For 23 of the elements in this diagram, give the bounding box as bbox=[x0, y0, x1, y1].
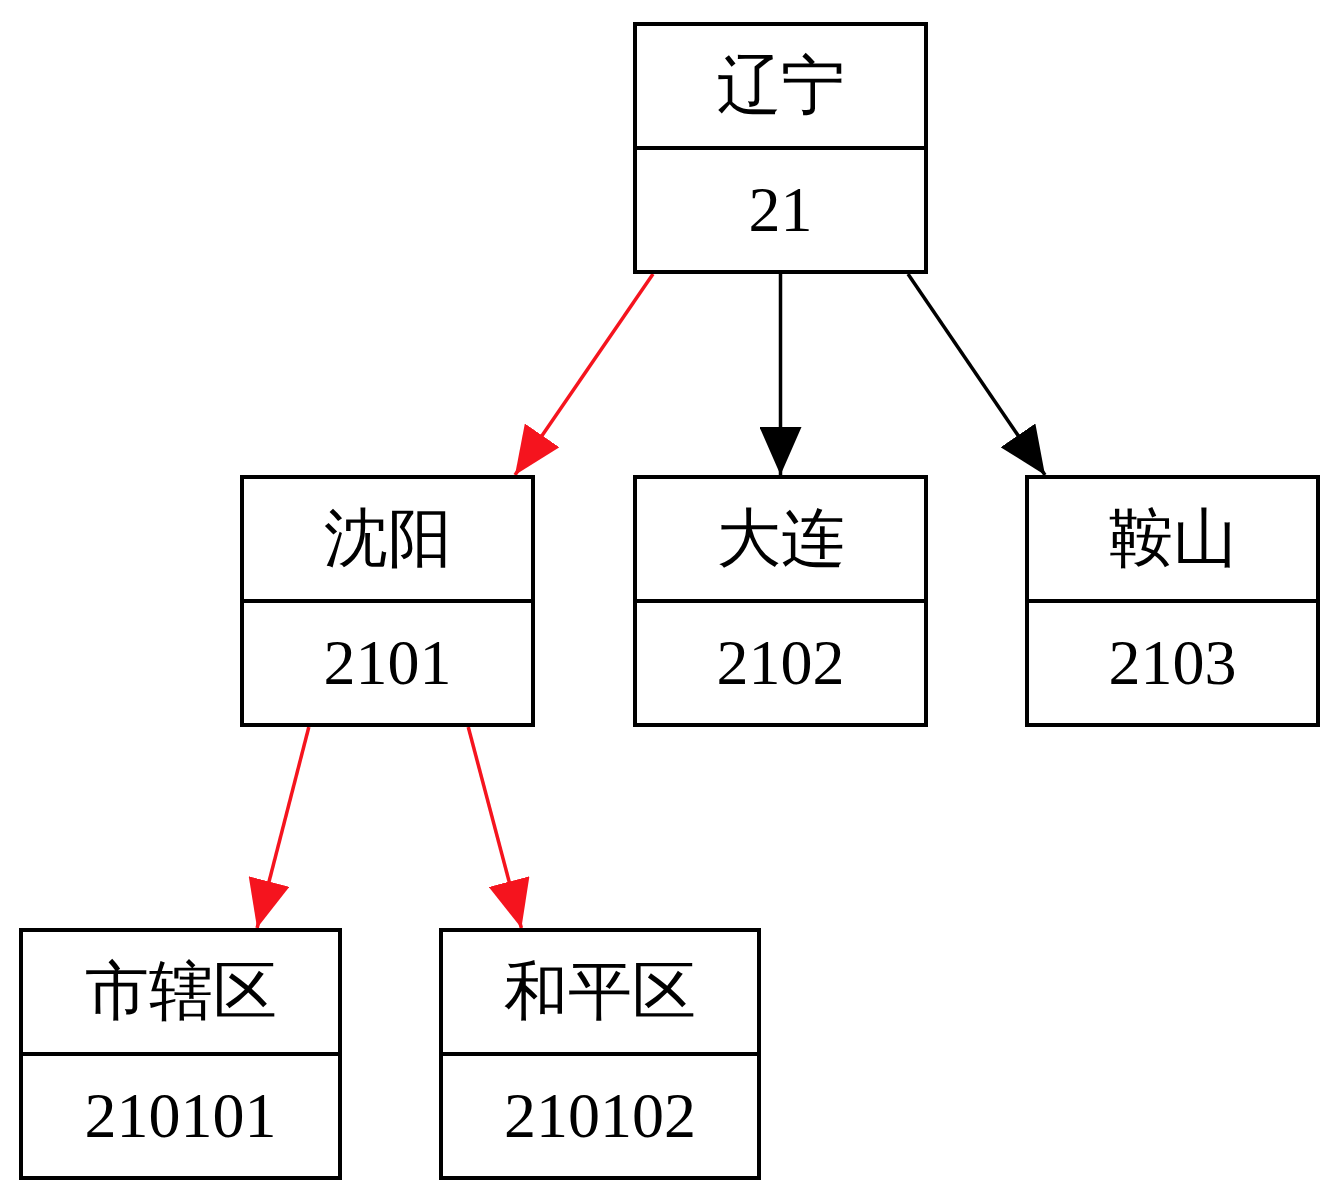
region-code: 21 bbox=[748, 178, 813, 242]
record-box bbox=[439, 928, 761, 1180]
record-box bbox=[633, 475, 928, 727]
record-box bbox=[240, 475, 535, 727]
place-name: 大连 bbox=[716, 507, 845, 571]
region-code: 210101 bbox=[84, 1084, 277, 1148]
arrow bbox=[248, 726, 311, 929]
arrow bbox=[906, 273, 1047, 476]
arrow bbox=[759, 274, 802, 475]
place-name: 沈阳 bbox=[323, 507, 452, 571]
record-box bbox=[19, 928, 342, 1180]
place-name: 和平区 bbox=[504, 960, 696, 1024]
region-code: 2103 bbox=[1108, 631, 1237, 695]
region-code: 2102 bbox=[716, 631, 845, 695]
arrow bbox=[466, 726, 530, 929]
place-name: 辽宁 bbox=[716, 54, 845, 118]
place-name: 鞍山 bbox=[1108, 507, 1237, 571]
record-box bbox=[1025, 475, 1320, 727]
arrow bbox=[513, 273, 655, 476]
place-name: 市辖区 bbox=[84, 960, 277, 1024]
region-code: 2101 bbox=[323, 631, 452, 695]
region-code: 210102 bbox=[504, 1084, 696, 1148]
record-box bbox=[633, 22, 928, 274]
